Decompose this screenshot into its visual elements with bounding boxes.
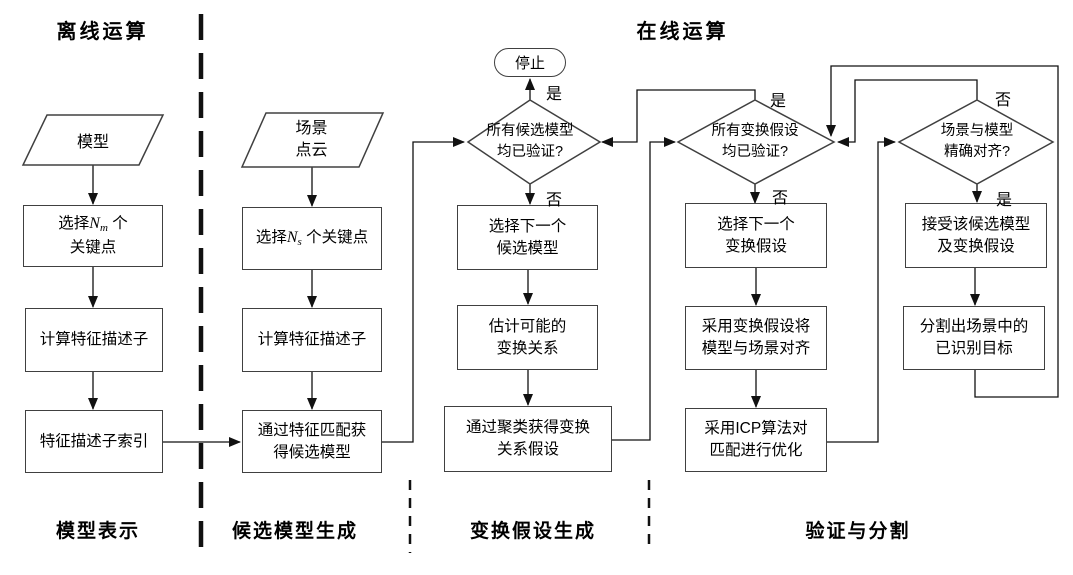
node-estimate-transforms: 估计可能的 变换关系	[457, 305, 598, 370]
parallelogram-model-input	[21, 114, 165, 166]
node-select-next-candidate: 选择下一个 候选模型	[457, 205, 598, 270]
edge-label-candidates-yes: 是	[546, 86, 563, 103]
header-online: 在线运算	[636, 21, 729, 43]
node-model-input-label: 模型	[76, 134, 109, 151]
node-accept-candidate: 接受该候选模型 及变换假设	[905, 203, 1047, 268]
section-verify-segment: 验证与分割	[805, 521, 911, 542]
connector-icp-to-decision-aligned	[827, 137, 896, 443]
node-cluster-hypotheses: 通过聚类获得变换 关系假设	[444, 406, 612, 472]
edge-label-aligned-yes: 是	[996, 192, 1013, 209]
node-descriptor-index: 特征描述子索引	[25, 410, 163, 473]
edge-label-candidates-no: 否	[546, 192, 563, 209]
parallelogram-scene-input	[240, 112, 385, 168]
node-select-next-hypothesis: 选择下一个 变换假设	[685, 203, 827, 268]
diamond-all-hypotheses-verified	[676, 99, 836, 185]
node-align-model-scene: 采用变换假设将 模型与场景对齐	[685, 306, 827, 370]
node-stop-terminator: 停止	[494, 48, 566, 77]
node-scene-pointcloud-label: 场景 点云	[295, 119, 328, 159]
decision-all-hypotheses-verified-label: 所有变换假设 均已验证?	[711, 122, 799, 160]
nm-subscript: m	[99, 222, 108, 235]
diamond-all-candidates-verified	[466, 99, 602, 185]
node-icp-refine: 采用ICP算法对 匹配进行优化	[685, 408, 827, 472]
edge-label-hypotheses-no: 否	[772, 190, 789, 207]
node-select-scene-keypoints: 选择Ns 个关键点	[242, 207, 382, 270]
nm-variable: N	[89, 215, 100, 233]
diamond-scene-model-aligned	[897, 99, 1055, 185]
section-model-representation: 模型表示	[55, 521, 140, 542]
edge-label-aligned-no: 否	[995, 92, 1012, 109]
ns-variable: N	[286, 228, 298, 246]
section-hypothesis-generation: 变换假设生成	[469, 521, 596, 542]
node-compute-descriptors-scene: 计算特征描述子	[242, 308, 382, 372]
node-segment-recognized-targets: 分割出场景中的 已识别目标	[903, 306, 1045, 370]
edge-label-hypotheses-yes: 是	[770, 93, 787, 110]
node-compute-descriptors-model: 计算特征描述子	[25, 308, 163, 372]
ns-subscript: s	[297, 235, 302, 248]
node-select-model-keypoints: 选择Nm 个 关键点	[23, 205, 163, 267]
decision-all-candidates-verified-label: 所有候选模型 均已验证?	[486, 122, 574, 160]
connector-match-to-decision-candidates	[382, 137, 465, 443]
connector-decision-hypotheses-yes-back	[601, 89, 756, 147]
connector-cluster-to-decision-hypotheses	[612, 137, 676, 441]
connector-segment-loop-back	[826, 65, 1059, 398]
node-match-candidate-models: 通过特征匹配获 得候选模型	[242, 410, 382, 473]
decision-scene-model-aligned-label: 场景与模型 精确对齐?	[940, 122, 1014, 160]
connector-decision-aligned-no-back	[837, 79, 978, 147]
header-offline: 离线运算	[56, 21, 149, 43]
section-candidate-generation: 候选模型生成	[231, 521, 358, 542]
